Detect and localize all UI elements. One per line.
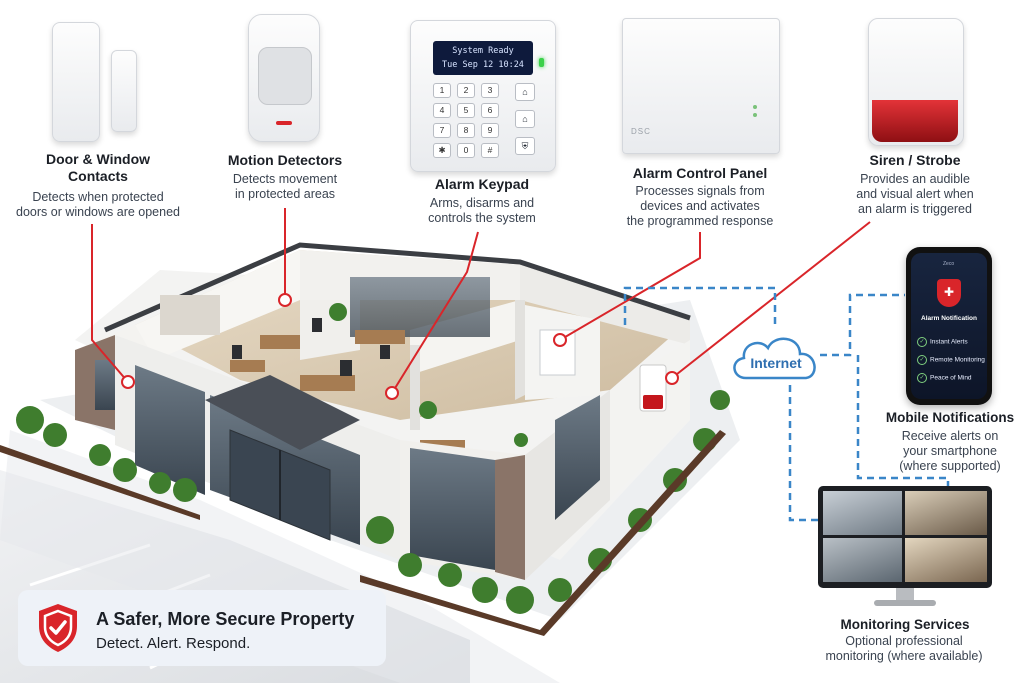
tagline-banner: A Safer, More Secure Property Detect. Al…: [18, 590, 386, 666]
motion-lens: [258, 47, 312, 105]
keypad-connector: [391, 231, 479, 394]
key-1: 1: [433, 83, 451, 98]
door-contact-device: [48, 22, 143, 142]
app-header: Zeco: [943, 261, 955, 267]
panel-brand-logo: DSC: [631, 127, 651, 136]
motion-marker: [278, 293, 292, 307]
alarm-keypad-title: Alarm Keypad: [434, 176, 530, 192]
away-icon: ⌂: [515, 110, 535, 128]
camera-feed-2: [905, 491, 987, 535]
keypad-display: System Ready Tue Sep 12 10:24: [433, 41, 533, 75]
key-9: 9: [481, 123, 499, 138]
check-icon: ✓: [917, 373, 927, 383]
contact-magnet: [111, 50, 137, 132]
app-screen-title: Alarm Notification: [921, 315, 977, 322]
strobe-lens: [872, 100, 958, 142]
check-icon: ✓: [917, 355, 927, 365]
camera-feed-1: [823, 491, 902, 535]
contact-sensor: [52, 22, 100, 142]
siren-strobe-device: [868, 18, 964, 146]
control-panel-desc: Processes signals from devices and activ…: [626, 184, 774, 228]
panel-led-1: [753, 105, 757, 109]
motion-led: [276, 121, 292, 125]
siren-connector: [671, 221, 871, 379]
app-item-peace-of-mind: ✓Peace of Mind: [917, 373, 972, 383]
monitoring-services-title: Monitoring Services: [840, 617, 970, 632]
mobile-notifications-desc: Receive alerts on your smartphone (where…: [899, 429, 1001, 473]
camera-feed-4: [905, 538, 987, 582]
key-3: 3: [481, 83, 499, 98]
cloud-icon: [733, 337, 816, 380]
motion-detector-device: [248, 14, 320, 142]
internet-monitoring-link: [788, 385, 818, 522]
key-hash: #: [481, 143, 499, 158]
key-5: 5: [457, 103, 475, 118]
motion-detectors-desc: Detects movement in protected areas: [232, 172, 338, 201]
phone-screen: Zeco ✚ Alarm Notification ✓Instant Alert…: [911, 253, 987, 399]
alarm-keypad-device: System Ready Tue Sep 12 10:24 1 2 3 4 5 …: [410, 20, 556, 172]
alarm-control-panel-device: DSC: [622, 18, 780, 154]
door-marker: [121, 375, 135, 389]
door-connector: [91, 224, 129, 383]
key-8: 8: [457, 123, 475, 138]
panel-led-2: [753, 113, 757, 117]
key-2: 2: [457, 83, 475, 98]
internet-label: Internet: [750, 355, 802, 371]
keypad-ready-led: [539, 58, 544, 67]
app-item-remote-monitoring: ✓Remote Monitoring: [917, 355, 985, 365]
monitoring-display: [818, 486, 992, 614]
siren-desc: Provides an audible and visual alert whe…: [856, 172, 974, 216]
internet-cloud: Internet: [728, 330, 824, 384]
panel-connector: [559, 232, 701, 341]
control-panel-title: Alarm Control Panel: [632, 165, 768, 181]
key-6: 6: [481, 103, 499, 118]
app-item-instant-alerts: ✓Instant Alerts: [917, 337, 968, 347]
siren-title: Siren / Strobe: [869, 152, 961, 168]
camera-feed-3: [823, 538, 902, 582]
door-contacts-desc: Detects when protected doors or windows …: [16, 190, 180, 219]
key-star: ✱: [433, 143, 451, 158]
key-0: 0: [457, 143, 475, 158]
door-contacts-title: Door & Window Contacts: [45, 151, 151, 184]
banner-title: A Safer, More Secure Property: [96, 609, 355, 629]
key-4: 4: [433, 103, 451, 118]
monitor-stand: [896, 588, 914, 602]
building-internet-link: [623, 286, 777, 325]
internet-mobile-link: [820, 293, 905, 357]
mobile-notifications-title: Mobile Notifications: [885, 410, 1015, 425]
motion-detectors-title: Motion Detectors: [227, 152, 343, 168]
panel-marker: [553, 333, 567, 347]
monitor-base: [874, 600, 936, 606]
key-7: 7: [433, 123, 451, 138]
alarm-keypad-desc: Arms, disarms and controls the system: [428, 196, 536, 225]
keypad-marker: [385, 386, 399, 400]
alert-shield-icon: ✚: [937, 279, 961, 307]
shield-check-icon: [39, 604, 77, 652]
siren-marker: [665, 371, 679, 385]
mobile-monitoring-link: [856, 355, 950, 490]
smartphone: Zeco ✚ Alarm Notification ✓Instant Alert…: [906, 247, 992, 405]
banner-subtitle: Detect. Alert. Respond.: [96, 635, 251, 652]
monitoring-services-desc: Optional professional monitoring (where …: [825, 634, 983, 663]
home-icon: ⌂: [515, 83, 535, 101]
shield-icon: ⛨: [515, 137, 535, 155]
monitor-bezel: [818, 486, 992, 588]
check-icon: ✓: [917, 337, 927, 347]
